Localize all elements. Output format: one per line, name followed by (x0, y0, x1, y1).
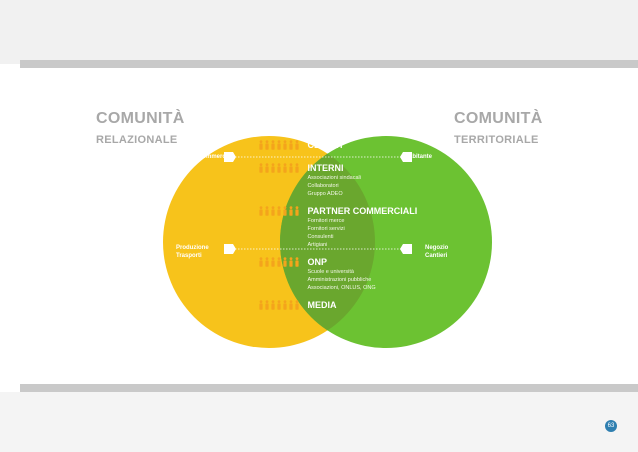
arrow-marker-icon (224, 244, 236, 254)
title-relational-community: COMUNITÀ RELAZIONALE (96, 110, 185, 146)
person-icon (259, 163, 263, 173)
person-icon (259, 300, 263, 310)
person-icon (271, 140, 275, 150)
person-icon (265, 257, 269, 267)
arrow-marker-icon (400, 244, 412, 254)
sector-label-ecommerce: E-commerce (193, 154, 230, 160)
person-icon (277, 257, 281, 267)
person-icon (283, 257, 287, 267)
person-icon (277, 300, 281, 310)
person-icon (283, 300, 287, 310)
group-media: MEDIA (258, 300, 336, 318)
group-interni: INTERNI Associazioni sindacali Collabora… (258, 163, 361, 198)
person-icon (265, 163, 269, 173)
group-onp: ONP Scuole e università Amministrazioni … (258, 257, 376, 292)
person-icon (295, 300, 299, 310)
bottom-band (0, 392, 638, 452)
top-band (0, 0, 638, 64)
person-icon (289, 257, 293, 267)
person-icon (289, 140, 293, 150)
person-icon (295, 206, 299, 216)
person-icon (265, 300, 269, 310)
person-icon (289, 163, 293, 173)
page-number-badge: 63 (605, 420, 617, 432)
person-icon (271, 206, 275, 216)
people-icon-row (258, 163, 300, 173)
sector-label-negozio: Negozio Cantieri (425, 245, 449, 259)
person-icon (259, 206, 263, 216)
group-clienti: CLIENTI (258, 140, 342, 158)
people-icon-row (258, 206, 300, 216)
person-icon (277, 163, 281, 173)
person-icon (259, 257, 263, 267)
person-icon (283, 163, 287, 173)
title-territorial-community: COMUNITÀ TERRITORIALE (454, 110, 543, 146)
person-icon (271, 163, 275, 173)
arrow-marker-icon (224, 152, 236, 162)
arrow-marker-icon (400, 152, 412, 162)
person-icon (295, 257, 299, 267)
person-icon (277, 206, 281, 216)
person-icon (289, 300, 293, 310)
bottom-divider-bar (20, 384, 638, 392)
person-icon (259, 140, 263, 150)
person-icon (283, 206, 287, 216)
person-icon (265, 206, 269, 216)
person-icon (271, 257, 275, 267)
people-icon-row (258, 257, 300, 267)
people-icon-row (258, 140, 300, 150)
people-icon-row (258, 300, 300, 310)
person-icon (289, 206, 293, 216)
sector-label-abitante: Abitante (408, 154, 432, 160)
group-partner-commerciali: PARTNER COMMERCIALI Fornitori merce Forn… (258, 206, 417, 249)
person-icon (295, 140, 299, 150)
person-icon (271, 300, 275, 310)
person-icon (295, 163, 299, 173)
overlap-region (280, 136, 375, 348)
top-divider-bar (20, 60, 638, 68)
person-icon (265, 140, 269, 150)
person-icon (283, 140, 287, 150)
sector-label-produzione: Produzione Trasporti (176, 245, 209, 259)
person-icon (277, 140, 281, 150)
